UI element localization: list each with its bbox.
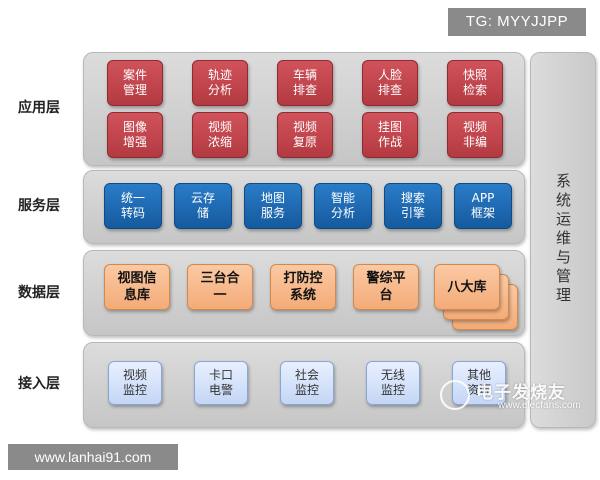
app-box: 快照 检索 <box>447 60 503 106</box>
app-box: 挂图 作战 <box>362 112 418 158</box>
access-layer-label: 接入层 <box>18 376 60 392</box>
data-box: 打防控 系统 <box>270 264 336 310</box>
app-box: 案件 管理 <box>107 60 163 106</box>
data-layer-label: 数据层 <box>18 285 60 301</box>
app-box: 视频 非编 <box>447 112 503 158</box>
ops-management-label: 系统运维与管理 <box>554 173 572 306</box>
data-box: 视图信 息库 <box>104 264 170 310</box>
watermark-url: www.elecfans.com <box>498 400 581 411</box>
access-box: 视频 监控 <box>108 361 162 405</box>
watermark-logo-icon <box>440 380 470 410</box>
service-box: 地图 服务 <box>244 183 302 229</box>
tg-label: TG: MYYJJPP <box>448 8 586 36</box>
app-box: 人脸 排查 <box>362 60 418 106</box>
app-box: 视频 浓缩 <box>192 112 248 158</box>
app-box: 视频 复原 <box>277 112 333 158</box>
ops-management-panel: 系统运维与管理 <box>530 52 596 428</box>
access-box: 卡口 电警 <box>194 361 248 405</box>
service-box: 云存 储 <box>174 183 232 229</box>
data-box: 八大库 <box>434 264 500 310</box>
watermark: 电子发烧友 www.elecfans.com <box>440 376 592 416</box>
service-box: 智能 分析 <box>314 183 372 229</box>
access-box: 社会 监控 <box>280 361 334 405</box>
app-box: 图像 增强 <box>107 112 163 158</box>
application-layer-label: 应用层 <box>18 100 60 116</box>
footer-url: www.lanhai91.com <box>8 444 178 470</box>
data-box: 三台合 一 <box>187 264 253 310</box>
service-layer-label: 服务层 <box>18 198 60 214</box>
service-box: 统一 转码 <box>104 183 162 229</box>
app-box: 车辆 排查 <box>277 60 333 106</box>
service-box: 搜索 引擎 <box>384 183 442 229</box>
app-box: 轨迹 分析 <box>192 60 248 106</box>
access-box: 无线 监控 <box>366 361 420 405</box>
service-box: APP 框架 <box>454 183 512 229</box>
watermark-brand: 电子发烧友 <box>476 383 566 403</box>
data-box: 警综平 台 <box>353 264 419 310</box>
